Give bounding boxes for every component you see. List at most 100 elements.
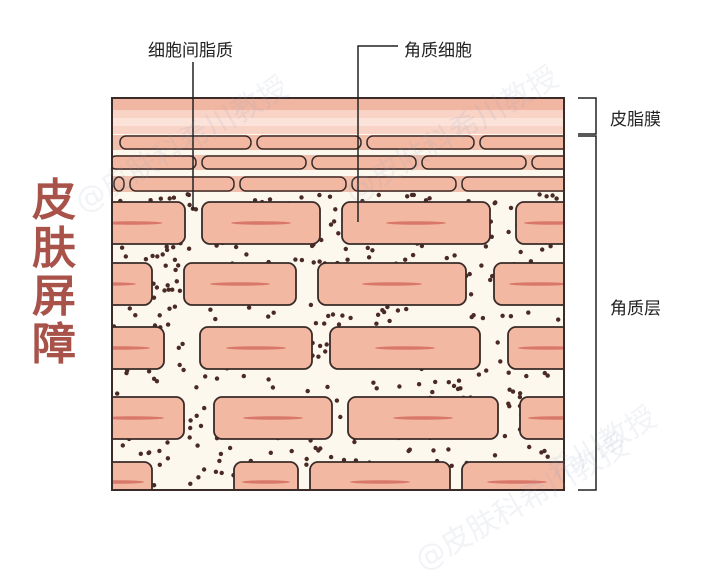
lipid-dot (164, 247, 170, 253)
flattened-corneocyte-layers (112, 135, 564, 192)
lipid-dot (188, 481, 193, 486)
lipid-dot (483, 244, 489, 249)
lipid-dot (171, 245, 176, 250)
lipid-dot (164, 244, 169, 249)
lipid-dot (176, 345, 181, 350)
flat-corneocyte (239, 176, 347, 192)
lipid-dot (158, 196, 163, 201)
lipid-dot (444, 255, 449, 261)
lipid-dot (452, 253, 457, 258)
lipid-dot (405, 194, 410, 199)
flat-corneocyte (461, 176, 564, 192)
flat-corneocyte (531, 155, 564, 170)
lipid-dot (213, 316, 218, 322)
lipid-dot (155, 254, 160, 259)
lipid-dot (451, 383, 457, 389)
lipid-dot (289, 448, 294, 454)
label-stratum-corneum: 角质层 (610, 299, 661, 319)
lipid-dot (181, 367, 186, 373)
lipid-dot (246, 305, 252, 310)
lipid-dot (495, 340, 500, 345)
lipid-dot (479, 263, 484, 268)
lipid-dot (467, 271, 472, 277)
lipid-dot (544, 194, 549, 199)
lipid-dot (162, 288, 167, 293)
lipid-dot (545, 373, 550, 378)
lipid-dot (416, 382, 422, 387)
corneocyte-nucleus (112, 480, 144, 484)
corneocyte-nucleus (242, 480, 290, 484)
lipid-dot (163, 263, 168, 268)
lipid-dot (328, 222, 334, 227)
lipid-dot (194, 385, 199, 390)
lipid-dot (219, 470, 224, 476)
lipid-dot (150, 253, 155, 259)
lipid-dot (167, 306, 172, 311)
lipid-dot (468, 292, 474, 297)
lipid-dot (196, 475, 201, 480)
flat-corneocyte (201, 155, 307, 170)
lipid-dot (138, 451, 143, 456)
lipid-dot (172, 257, 178, 262)
lipid-dot (542, 370, 547, 376)
page-title: 皮 肤 屏 障 (26, 178, 82, 368)
label-intercellular-lipid: 细胞间脂质 (148, 41, 233, 61)
lipid-dot (201, 467, 207, 472)
lipid-dot (154, 285, 160, 290)
flat-corneocyte (113, 176, 125, 192)
corneocyte-nucleus (375, 346, 435, 350)
corneocyte-nucleus (112, 221, 163, 225)
lipid-dot (317, 192, 322, 198)
label-sebum-film: 皮脂膜 (610, 110, 661, 130)
lipid-dot (120, 443, 126, 448)
lipid-dot (449, 463, 454, 468)
lipid-dot (241, 373, 246, 379)
lipid-dot (186, 192, 192, 198)
lipid-dot (151, 483, 157, 488)
corneocyte-nucleus (243, 416, 303, 420)
lipid-dot (305, 388, 310, 394)
diagram-frame (111, 97, 565, 491)
lipid-dot (187, 202, 192, 208)
lipid-dot (476, 372, 482, 377)
leader-corneocyte (357, 45, 398, 222)
bracket-sebum (578, 97, 597, 135)
lipid-dot (313, 321, 319, 326)
lipid-dot (176, 263, 181, 268)
lipid-dot (397, 384, 402, 389)
lipid-dot (338, 414, 343, 420)
lipid-dot (506, 401, 511, 406)
title-char: 皮 (32, 175, 76, 226)
corneocyte-nucleus (509, 282, 564, 286)
lipid-dot (331, 219, 337, 224)
lipid-dot (177, 362, 182, 368)
lipid-dot (115, 391, 120, 396)
lipid-dot (208, 307, 213, 312)
lipid-dot (119, 245, 125, 250)
lipid-dot (507, 387, 512, 392)
lipid-dot (343, 246, 348, 252)
lipid-dot (403, 257, 408, 262)
lipid-dot (193, 207, 199, 212)
lipid-dot (304, 456, 309, 462)
lipid-dot (157, 462, 162, 467)
lipid-dot (527, 444, 532, 450)
lipid-dot (173, 267, 178, 273)
lipid-dot (406, 448, 411, 454)
lipid-dot (330, 312, 336, 317)
lipid-dot (214, 376, 220, 381)
lipid-dot (166, 287, 171, 292)
lipid-dot (198, 423, 204, 429)
lipid-dot (455, 386, 461, 392)
lipid-dot (446, 380, 451, 385)
lipid-dot (556, 317, 561, 322)
corneocyte-nucleus (524, 221, 564, 225)
label-corneocyte: 角质细胞 (404, 41, 472, 61)
flat-corneocyte (311, 155, 417, 170)
lipid-dot (308, 302, 314, 308)
lipid-dot (334, 398, 340, 403)
corneocyte-nucleus (528, 416, 564, 420)
lipid-dot (313, 445, 318, 451)
lipid-dot (446, 447, 451, 452)
lipid-dot (341, 457, 347, 463)
